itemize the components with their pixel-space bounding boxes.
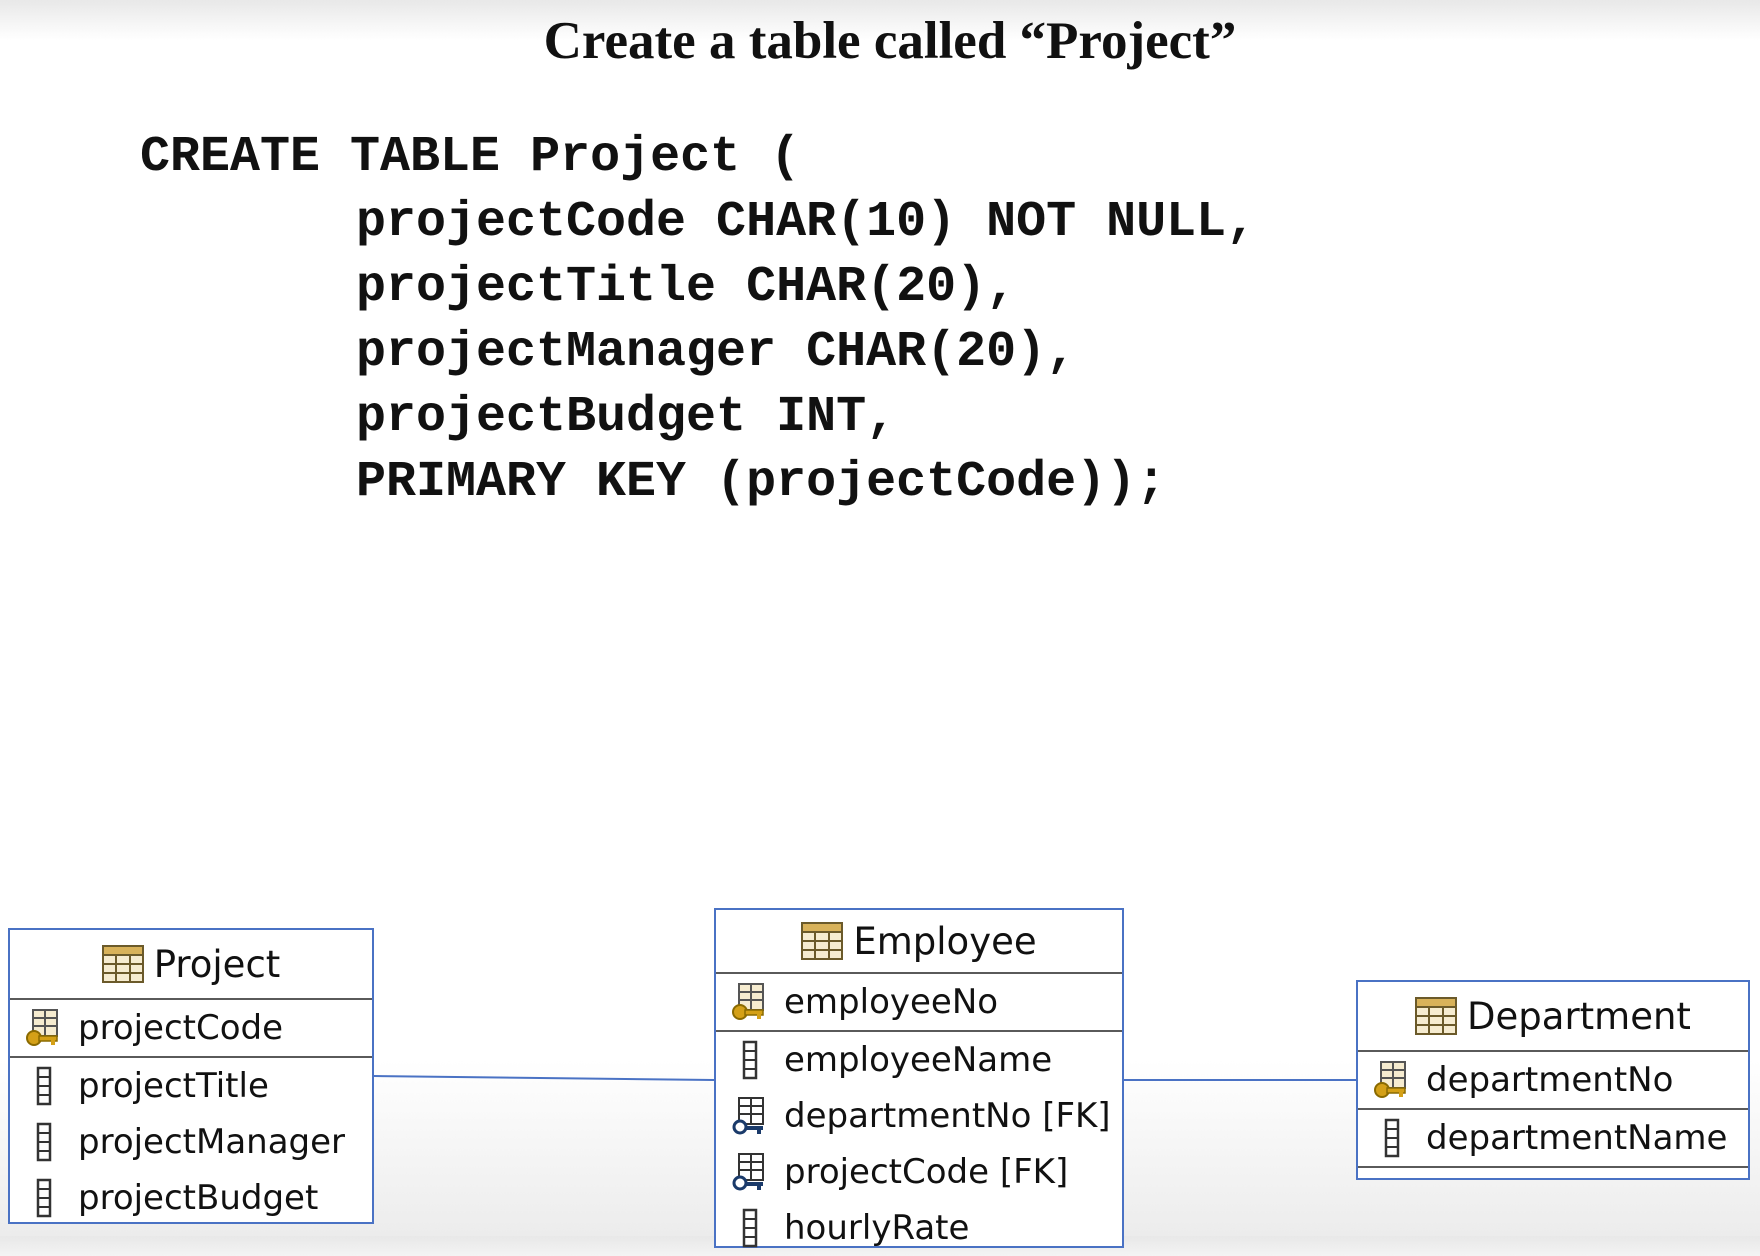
primary-key-column-icon bbox=[730, 982, 770, 1022]
sql-code-block: CREATE TABLE Project ( projectCode CHAR(… bbox=[140, 125, 1256, 515]
column-icon bbox=[730, 1040, 770, 1080]
entity-header: Department bbox=[1358, 982, 1748, 1052]
columns-section: departmentName bbox=[1358, 1110, 1748, 1168]
column-icon bbox=[24, 1066, 64, 1106]
column-label: employeeNo bbox=[784, 982, 999, 1022]
sql-line: projectManager CHAR(20), bbox=[356, 324, 1077, 381]
connector-project-employee bbox=[373, 1075, 715, 1081]
column-icon bbox=[1372, 1118, 1412, 1158]
entity-header: Project bbox=[10, 930, 372, 1000]
primary-key-column-icon bbox=[1372, 1060, 1412, 1100]
sql-line: CREATE TABLE Project ( bbox=[140, 129, 801, 186]
column-label: departmentNo [FK] bbox=[784, 1096, 1111, 1136]
column-row[interactable]: projectCode [FK] bbox=[716, 1144, 1122, 1200]
column-label: projectCode [FK] bbox=[784, 1152, 1069, 1192]
entity-name: Project bbox=[153, 942, 281, 986]
column-row[interactable]: projectCode bbox=[10, 1000, 372, 1056]
column-row[interactable]: departmentName bbox=[1358, 1110, 1748, 1166]
sql-line: projectCode CHAR(10) NOT NULL, bbox=[356, 194, 1257, 251]
foreign-key-column-icon bbox=[730, 1096, 770, 1136]
primary-key-section: departmentNo bbox=[1358, 1052, 1748, 1110]
column-row[interactable]: projectBudget bbox=[10, 1170, 372, 1226]
table-icon bbox=[801, 922, 844, 960]
primary-key-section: projectCode bbox=[10, 1000, 372, 1058]
entity-name: Department bbox=[1467, 994, 1691, 1038]
sql-line: projectTitle CHAR(20), bbox=[356, 259, 1017, 316]
table-icon bbox=[1415, 997, 1458, 1035]
foreign-key-column-icon bbox=[730, 1152, 770, 1192]
sql-line: projectBudget INT, bbox=[356, 389, 897, 446]
column-label: projectTitle bbox=[78, 1066, 269, 1106]
column-row[interactable]: departmentNo [FK] bbox=[716, 1088, 1122, 1144]
column-icon bbox=[24, 1122, 64, 1162]
project-entity[interactable]: Project projectCode projectTitle project… bbox=[8, 928, 374, 1224]
column-label: departmentNo bbox=[1426, 1060, 1674, 1100]
column-label: departmentName bbox=[1426, 1118, 1728, 1158]
employee-entity[interactable]: Employee employeeNo employeeName departm… bbox=[714, 908, 1124, 1248]
column-row[interactable]: projectTitle bbox=[10, 1058, 372, 1114]
column-label: employeeName bbox=[784, 1040, 1053, 1080]
column-icon bbox=[730, 1208, 770, 1248]
table-icon bbox=[101, 945, 144, 983]
column-row[interactable]: employeeNo bbox=[716, 974, 1122, 1030]
sql-line: PRIMARY KEY (projectCode)); bbox=[356, 454, 1167, 511]
column-row[interactable]: projectManager bbox=[10, 1114, 372, 1170]
entity-header: Employee bbox=[716, 910, 1122, 974]
column-label: projectCode bbox=[78, 1008, 284, 1048]
columns-section: projectTitle projectManager projectBudge… bbox=[10, 1058, 372, 1226]
columns-section: employeeName departmentNo [FK] projectCo… bbox=[716, 1032, 1122, 1256]
column-label: projectManager bbox=[78, 1122, 346, 1162]
column-icon bbox=[24, 1178, 64, 1218]
column-row[interactable]: employeeName bbox=[716, 1032, 1122, 1088]
column-row[interactable]: hourlyRate bbox=[716, 1200, 1122, 1256]
primary-key-column-icon bbox=[24, 1008, 64, 1048]
entity-name: Employee bbox=[853, 919, 1037, 963]
department-entity[interactable]: Department departmentNo departmentName bbox=[1356, 980, 1750, 1180]
column-row[interactable]: departmentNo bbox=[1358, 1052, 1748, 1108]
primary-key-section: employeeNo bbox=[716, 974, 1122, 1032]
slide-title: Create a table called “Project” bbox=[543, 12, 1237, 70]
column-label: hourlyRate bbox=[784, 1208, 970, 1248]
column-label: projectBudget bbox=[78, 1178, 319, 1218]
